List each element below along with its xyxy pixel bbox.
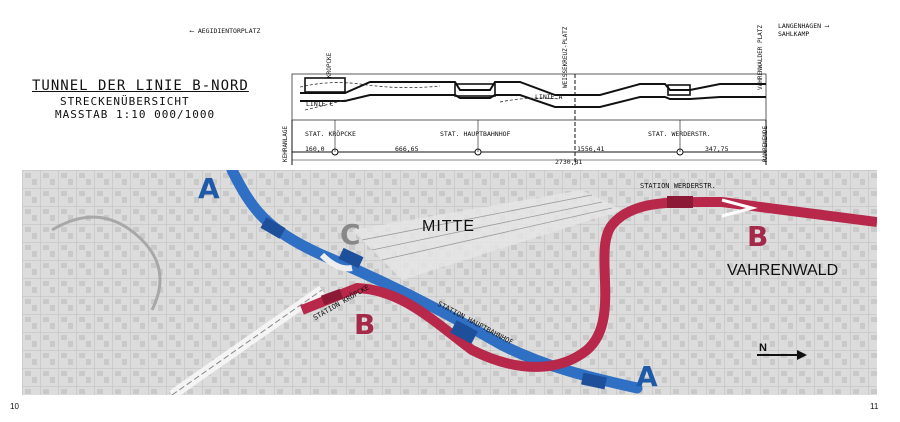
station-a4 <box>581 372 607 390</box>
district-mitte: MITTE <box>422 218 475 235</box>
direction-right-label: LANGENHAGEN ⟶ SAHLKAMP <box>778 22 829 38</box>
station-werder-box <box>667 84 691 96</box>
station-werder-block <box>667 196 693 208</box>
page-number-left: 10 <box>10 402 19 411</box>
map-station-werder: STATION WERDERSTR. <box>640 182 716 190</box>
station-a2 <box>338 247 364 269</box>
arrow-right-icon: ⟶ <box>821 22 829 30</box>
tunnel-upper-line <box>300 81 766 96</box>
line-c-dashed <box>299 82 441 88</box>
tunnel-profile <box>291 73 767 165</box>
scale-label: MASSTAB 1:10 000/1000 <box>55 108 216 121</box>
station-kropcke-block <box>320 288 344 306</box>
station-kropcke-label: STAT. KRÖPCKE <box>305 130 356 138</box>
line-a-label-top: A <box>198 172 220 205</box>
map-drawing <box>22 170 877 395</box>
distance-3: 1556,41 <box>577 145 605 153</box>
line-a-label-bottom: A <box>636 360 658 393</box>
arrow-left-icon: ⟵ <box>190 27 198 35</box>
line-c-map-label: C <box>340 218 361 251</box>
station-werder-label: STAT. WERDERSTR. <box>648 130 711 138</box>
line-a-label: LINIE A <box>535 93 563 101</box>
tunnel-lower-line <box>300 94 766 108</box>
city-map: A A B B C MITTE VAHRENWALD STATION KRÖPC… <box>22 170 877 395</box>
direction-left-label: ⟵ AEGIDIENTORPLATZ <box>190 27 261 35</box>
station-a1 <box>260 217 286 239</box>
station-hbf-box <box>454 83 496 97</box>
line-b-label-right: B <box>747 220 769 253</box>
station-a3 <box>450 320 478 344</box>
district-vahrenwald: VAHRENWALD <box>727 262 839 279</box>
page-title: TUNNEL DER LINIE B-NORD <box>32 78 249 94</box>
line-c-label: LINIE C <box>306 100 334 108</box>
distance-2: 666,65 <box>395 145 419 153</box>
ramp-fork <box>721 198 758 218</box>
line-b-route <box>300 196 877 372</box>
subtitle: STRECKENÜBERSICHT <box>60 95 190 108</box>
station-hbf-label: STAT. HAUPTBAHNHOF <box>440 130 511 138</box>
rail-yard <box>352 190 622 280</box>
station-kropcke-box <box>304 77 346 93</box>
distance-1: 160,0 <box>305 145 325 153</box>
distance-4: 347,75 <box>705 145 729 153</box>
north-label: N <box>759 342 767 354</box>
line-a-dashed <box>499 97 561 103</box>
north-arrow-icon <box>797 350 807 360</box>
total-distance: 2730,81 <box>555 158 583 166</box>
line-b-label-left: B <box>354 308 376 341</box>
page-number-right: 11 <box>870 402 879 411</box>
river <box>51 215 162 311</box>
